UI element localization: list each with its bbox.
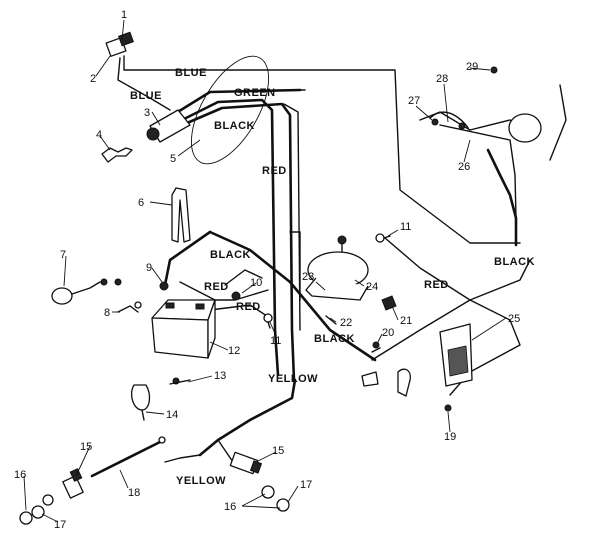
part-number-4: 4: [96, 129, 102, 141]
part-number-11-right: 11: [400, 221, 411, 233]
blue-wire-top: [123, 55, 521, 244]
part-number-9: 9: [146, 262, 152, 274]
label-green: GREEN: [234, 87, 276, 99]
label-red-battery-2: RED: [236, 301, 261, 313]
right-harness-part: [429, 84, 567, 161]
rod-18-part: [90, 436, 166, 478]
part-number-7: 7: [60, 249, 66, 261]
spark-plug-right-part: [229, 451, 263, 475]
screw-29-part: [490, 66, 498, 74]
part-number-3: 3: [144, 107, 150, 119]
part-number-5: 5: [170, 153, 176, 165]
part-number-17-right: 17: [300, 479, 312, 491]
part-number-1: 1: [121, 9, 127, 21]
part-number-12: 12: [228, 345, 240, 357]
part-number-15-right: 15: [272, 445, 284, 457]
part-number-24: 24: [366, 281, 378, 293]
clip-21-part: [381, 295, 397, 311]
part-number-16-right: 16: [224, 501, 236, 513]
green-wire: [166, 88, 302, 120]
loom-highlight: [190, 55, 270, 165]
label-black-top: BLACK: [214, 120, 255, 132]
part-number-14: 14: [166, 409, 178, 421]
label-blue-left: BLUE: [130, 90, 162, 102]
part-number-23: 23: [302, 271, 314, 283]
label-black-battery: BLACK: [210, 249, 251, 261]
yellow-wire: [198, 378, 297, 457]
fastener-19-part: [444, 404, 452, 412]
part-number-20: 20: [382, 327, 394, 339]
part-number-29: 29: [466, 61, 478, 73]
black-wire-diagonal: [163, 230, 212, 287]
spark-plug-left-part: [62, 468, 84, 499]
washers-left-part: [19, 494, 54, 525]
starter-part: [439, 323, 473, 387]
connector-sleeve-part: [146, 109, 191, 143]
part-number-6: 6: [138, 197, 144, 209]
wire-labels: BLUE BLUE GREEN BLACK RED BLACK RED RED …: [130, 67, 535, 487]
part-number-18: 18: [128, 487, 140, 499]
bracket-22-part: [325, 315, 337, 325]
part-number-13: 13: [214, 370, 226, 382]
label-black-right: BLACK: [494, 256, 535, 268]
part-number-26: 26: [458, 161, 470, 173]
part-number-16-left: 16: [14, 469, 26, 481]
label-yellow-mid: YELLOW: [268, 373, 318, 385]
part-number-21: 21: [400, 315, 412, 327]
label-yellow-bottom: YELLOW: [176, 475, 226, 487]
blue-wire-left: [117, 57, 171, 111]
part-number-25: 25: [508, 313, 520, 325]
terminal-boot-part: [130, 384, 151, 421]
part-number-27: 27: [408, 95, 420, 107]
key-switch-part: [105, 31, 134, 57]
lower-connectors-part: [361, 368, 411, 397]
part-number-8: 8: [104, 307, 110, 319]
part-number-15-left: 15: [80, 441, 92, 453]
part-number-28: 28: [436, 73, 448, 85]
bolt-11-left-part: [263, 313, 273, 329]
label-red-right: RED: [424, 279, 449, 291]
label-blue-top: BLUE: [175, 67, 207, 79]
ignition-key-part: [101, 147, 133, 163]
part-numbers: 1 2 3 4 5 6 7 8 9 10 11 11 12 13 14 15 1…: [14, 9, 520, 531]
label-red-battery-1: RED: [204, 281, 229, 293]
leader-lines: [23, 19, 507, 523]
part-number-17-left: 17: [54, 519, 66, 531]
clip-20-part: [371, 341, 381, 353]
bolt-11-right-part: [375, 233, 391, 243]
part-number-19: 19: [444, 431, 456, 443]
part-number-11-left: 11: [270, 335, 281, 347]
part-number-22: 22: [340, 317, 352, 329]
part-number-10: 10: [250, 277, 262, 289]
u-clamp-part: [171, 187, 191, 243]
nut-13-part: [169, 377, 191, 385]
terminal-9-part: [159, 281, 241, 301]
clip-8-part: [117, 301, 142, 313]
connector-left-part: [51, 278, 122, 305]
label-red-mid: RED: [262, 165, 287, 177]
battery-part: [151, 299, 216, 359]
part-number-2: 2: [90, 73, 96, 85]
label-black-lower: BLACK: [314, 333, 355, 345]
solenoid-part: [305, 235, 369, 301]
